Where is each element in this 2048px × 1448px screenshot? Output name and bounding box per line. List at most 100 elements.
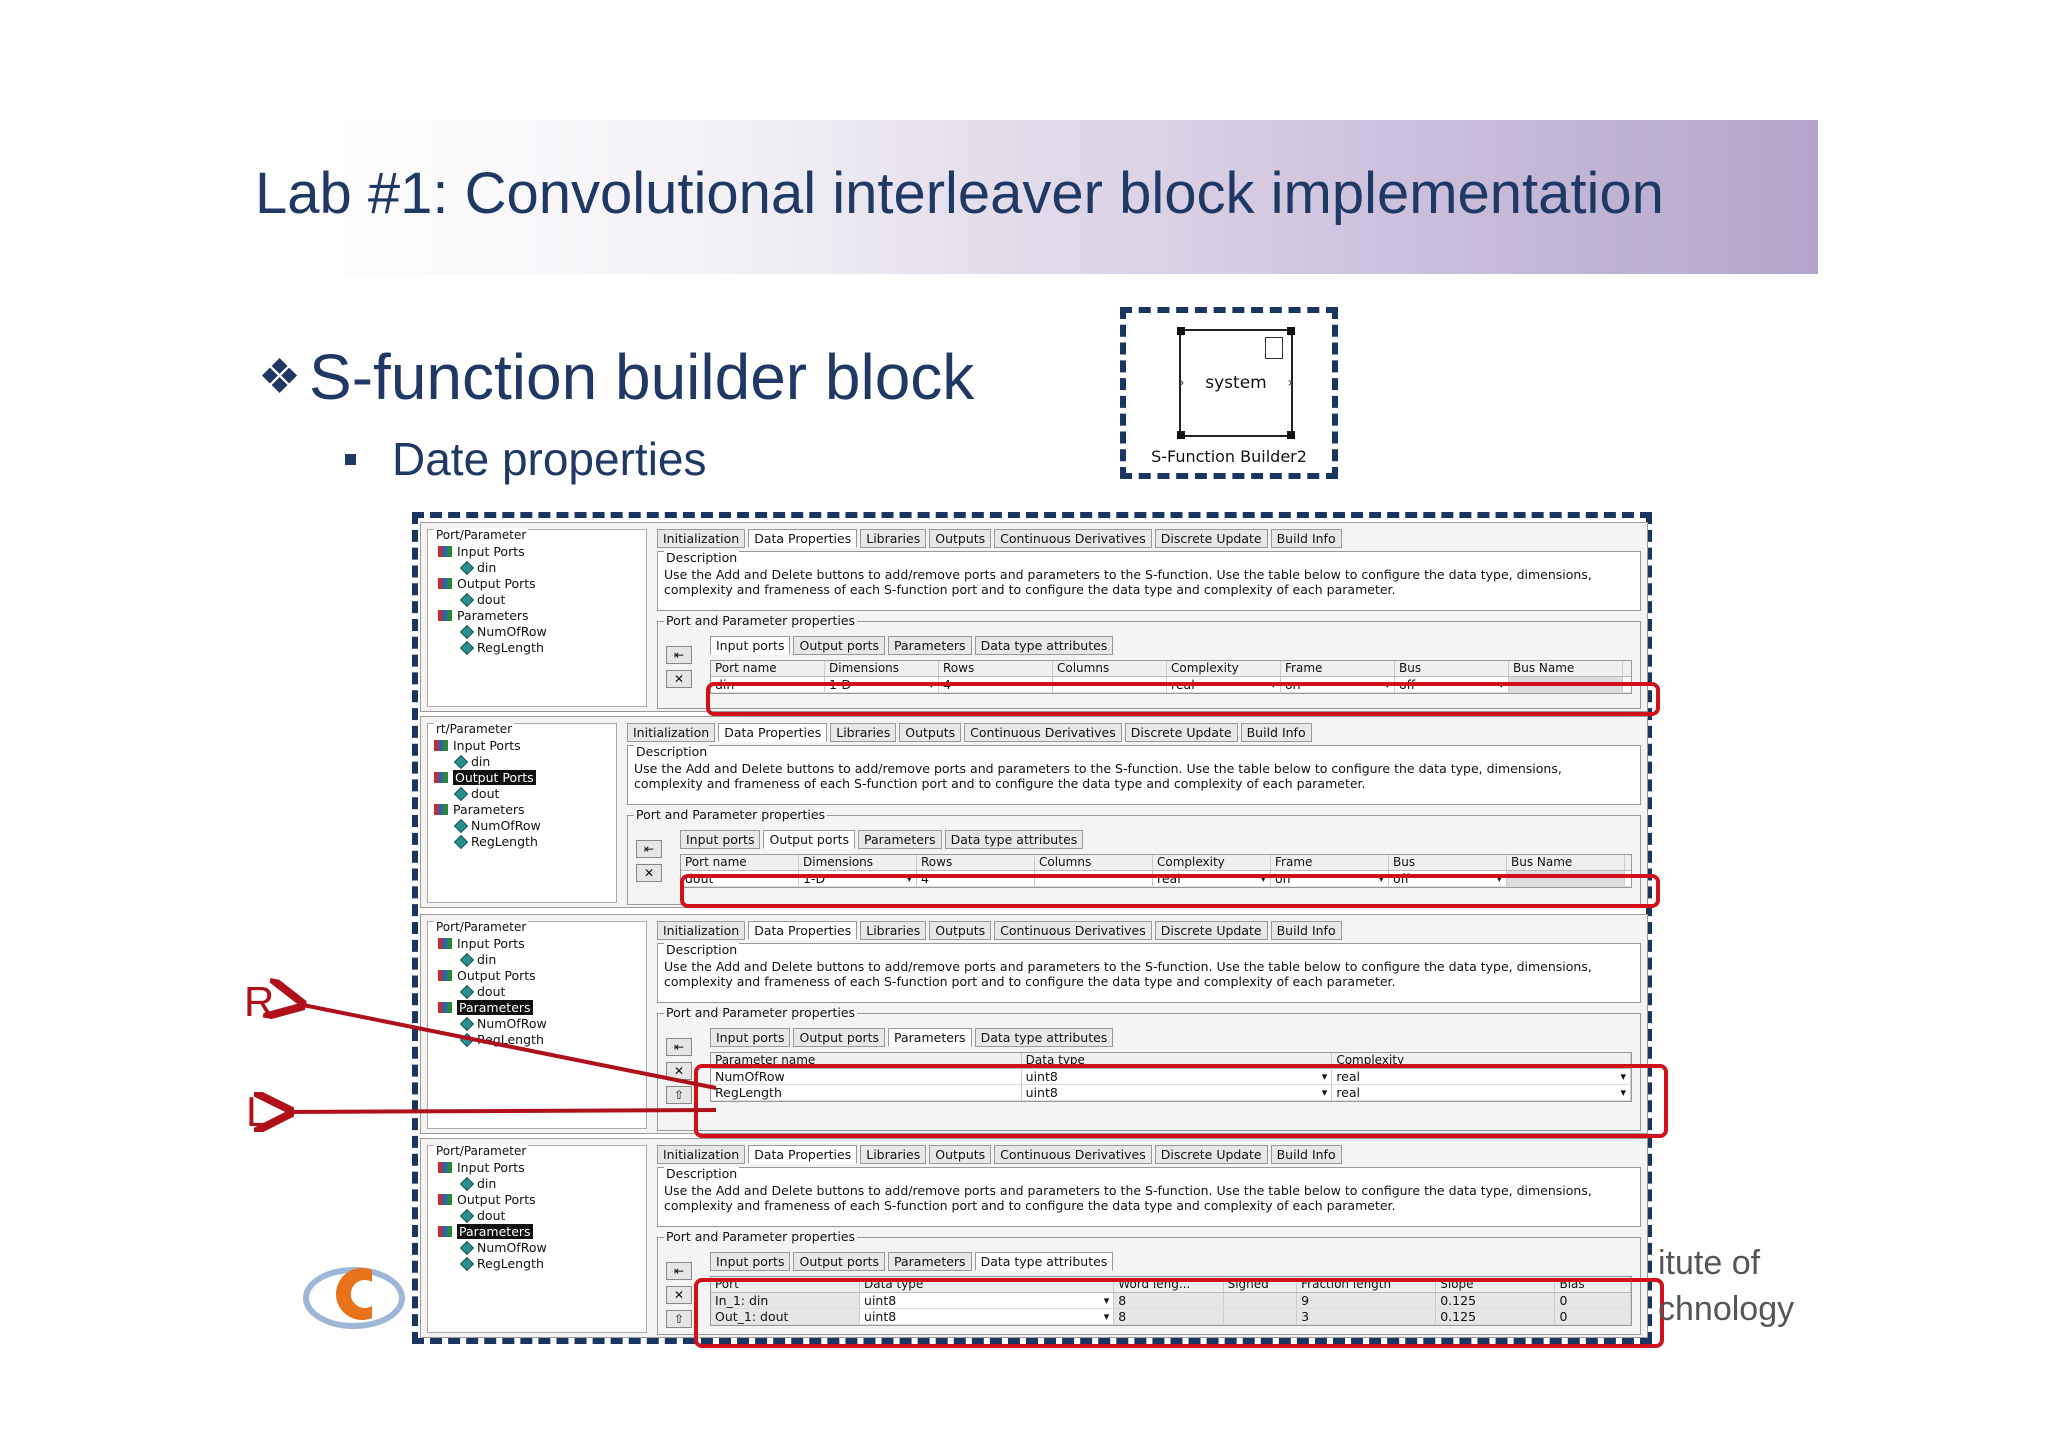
port-icon xyxy=(438,970,452,981)
tree-numofrow[interactable]: NumOfRow xyxy=(459,624,547,639)
delete-button[interactable]: ✕ xyxy=(666,1062,692,1080)
subtab-output-ports[interactable]: Output ports xyxy=(793,1028,886,1047)
subtab-input-ports[interactable]: Input ports xyxy=(710,1252,791,1271)
tab-initialization[interactable]: Initialization xyxy=(657,921,746,940)
subtab-data-type-attributes[interactable]: Data type attributes xyxy=(944,830,1084,849)
side-buttons: ⇤ ✕ xyxy=(666,646,692,688)
tab-initialization[interactable]: Initialization xyxy=(627,723,716,742)
signed-checkbox[interactable] xyxy=(1224,1293,1298,1308)
tab-discrete-update[interactable]: Discrete Update xyxy=(1154,529,1268,548)
add-button[interactable]: ⇤ xyxy=(666,1262,692,1280)
port-icon xyxy=(434,740,448,751)
delete-button[interactable]: ✕ xyxy=(666,670,692,688)
subtab-input-ports[interactable]: Input ports xyxy=(710,636,791,655)
tab-build-info[interactable]: Build Info xyxy=(1240,723,1312,742)
tree-numofrow[interactable]: NumOfRow xyxy=(459,1240,547,1255)
sfunction-block[interactable]: › › system xyxy=(1177,327,1295,439)
tab-continuous-derivatives[interactable]: Continuous Derivatives xyxy=(964,723,1122,742)
tab-build-info[interactable]: Build Info xyxy=(1270,1145,1342,1164)
tree-output-ports[interactable]: Output Ports xyxy=(438,1192,536,1207)
tree-output-ports[interactable]: Output Ports xyxy=(438,576,536,591)
tree-output-ports[interactable]: Output Ports xyxy=(438,968,536,983)
subtab-input-ports[interactable]: Input ports xyxy=(710,1028,791,1047)
subtab-data-type-attributes[interactable]: Data type attributes xyxy=(974,1252,1114,1271)
tree-reglength[interactable]: RegLength xyxy=(459,1256,544,1271)
tab-continuous-derivatives[interactable]: Continuous Derivatives xyxy=(994,921,1152,940)
subtab-data-type-attributes[interactable]: Data type attributes xyxy=(974,636,1114,655)
tree-din[interactable]: din xyxy=(459,560,496,575)
tab-build-info[interactable]: Build Info xyxy=(1270,529,1342,548)
tree-dout[interactable]: dout xyxy=(459,1208,505,1223)
tab-initialization[interactable]: Initialization xyxy=(657,529,746,548)
tab-libraries[interactable]: Libraries xyxy=(860,921,927,940)
diamond-icon xyxy=(459,952,475,967)
side-buttons: ⇤ ✕ ⇧ xyxy=(666,1038,692,1104)
tree-reglength[interactable]: RegLength xyxy=(459,640,544,655)
description-title: Description xyxy=(664,1166,740,1182)
tab-discrete-update[interactable]: Discrete Update xyxy=(1154,1145,1268,1164)
port-parameter-properties: Port and Parameter properties ⇤ ✕ ⇧ Inpu… xyxy=(657,1005,1641,1131)
tab-continuous-derivatives[interactable]: Continuous Derivatives xyxy=(994,529,1152,548)
add-button[interactable]: ⇤ xyxy=(666,646,692,664)
tree-parameters[interactable]: Parameters xyxy=(438,1000,533,1015)
tree-dout[interactable]: dout xyxy=(459,984,505,999)
table-row[interactable]: Out_1: dout uint8 8 3 0.125 0 xyxy=(711,1309,1631,1325)
tree-numofrow[interactable]: NumOfRow xyxy=(459,1016,547,1031)
add-button[interactable]: ⇤ xyxy=(636,840,662,858)
tab-discrete-update[interactable]: Discrete Update xyxy=(1154,921,1268,940)
subtab-output-ports[interactable]: Output ports xyxy=(763,830,856,849)
tab-libraries[interactable]: Libraries xyxy=(860,529,927,548)
tree-numofrow[interactable]: NumOfRow xyxy=(453,818,541,833)
delete-button[interactable]: ✕ xyxy=(666,1286,692,1304)
subtab-data-type-attributes[interactable]: Data type attributes xyxy=(974,1028,1114,1047)
tab-libraries[interactable]: Libraries xyxy=(830,723,897,742)
tree-din[interactable]: din xyxy=(459,1176,496,1191)
tree-din[interactable]: din xyxy=(459,952,496,967)
tree-input-ports[interactable]: Input Ports xyxy=(438,544,525,559)
signed-checkbox[interactable] xyxy=(1224,1309,1298,1324)
table-row[interactable]: In_1: din uint8 8 9 0.125 0 xyxy=(711,1293,1631,1309)
pp-title: Port and Parameter properties xyxy=(634,807,828,822)
tree-dout[interactable]: dout xyxy=(459,592,505,607)
port-icon xyxy=(438,1194,452,1205)
title-band xyxy=(258,120,1818,274)
tab-build-info[interactable]: Build Info xyxy=(1270,921,1342,940)
tab-outputs[interactable]: Outputs xyxy=(929,921,992,940)
tree-output-ports[interactable]: Output Ports xyxy=(434,770,536,785)
tab-libraries[interactable]: Libraries xyxy=(860,1145,927,1164)
table-row[interactable]: RegLength uint8 real xyxy=(711,1085,1632,1101)
tab-data-properties[interactable]: Data Properties xyxy=(748,921,858,940)
tab-continuous-derivatives[interactable]: Continuous Derivatives xyxy=(994,1145,1152,1164)
tab-outputs[interactable]: Outputs xyxy=(929,529,992,548)
tree-input-ports[interactable]: Input Ports xyxy=(438,936,525,951)
move-up-button[interactable]: ⇧ xyxy=(666,1086,692,1104)
tab-discrete-update[interactable]: Discrete Update xyxy=(1124,723,1238,742)
tree-input-ports[interactable]: Input Ports xyxy=(438,1160,525,1175)
subtab-parameters[interactable]: Parameters xyxy=(858,830,942,849)
tree-parameters[interactable]: Parameters xyxy=(438,608,529,623)
move-up-button[interactable]: ⇧ xyxy=(666,1310,692,1328)
subtab-output-ports[interactable]: Output ports xyxy=(793,636,886,655)
tab-initialization[interactable]: Initialization xyxy=(657,1145,746,1164)
diamond-icon xyxy=(459,984,475,999)
tree-reglength[interactable]: RegLength xyxy=(453,834,538,849)
delete-button[interactable]: ✕ xyxy=(636,864,662,882)
subtab-output-ports[interactable]: Output ports xyxy=(793,1252,886,1271)
tree-parameters[interactable]: Parameters xyxy=(434,802,525,817)
subtab-input-ports[interactable]: Input ports xyxy=(680,830,761,849)
subtab-parameters[interactable]: Parameters xyxy=(888,636,972,655)
tree-din[interactable]: din xyxy=(453,754,490,769)
tab-outputs[interactable]: Outputs xyxy=(929,1145,992,1164)
tree-parameters[interactable]: Parameters xyxy=(438,1224,533,1239)
tab-data-properties[interactable]: Data Properties xyxy=(718,723,828,742)
tab-outputs[interactable]: Outputs xyxy=(899,723,962,742)
tree-reglength[interactable]: RegLength xyxy=(459,1032,544,1047)
subtab-parameters[interactable]: Parameters xyxy=(888,1252,972,1271)
tab-data-properties[interactable]: Data Properties xyxy=(748,1145,858,1164)
tab-data-properties[interactable]: Data Properties xyxy=(748,529,858,548)
subtab-parameters[interactable]: Parameters xyxy=(888,1028,972,1047)
tree-input-ports[interactable]: Input Ports xyxy=(434,738,521,753)
block-label: system xyxy=(1205,373,1267,393)
tree-dout[interactable]: dout xyxy=(453,786,499,801)
add-button[interactable]: ⇤ xyxy=(666,1038,692,1056)
